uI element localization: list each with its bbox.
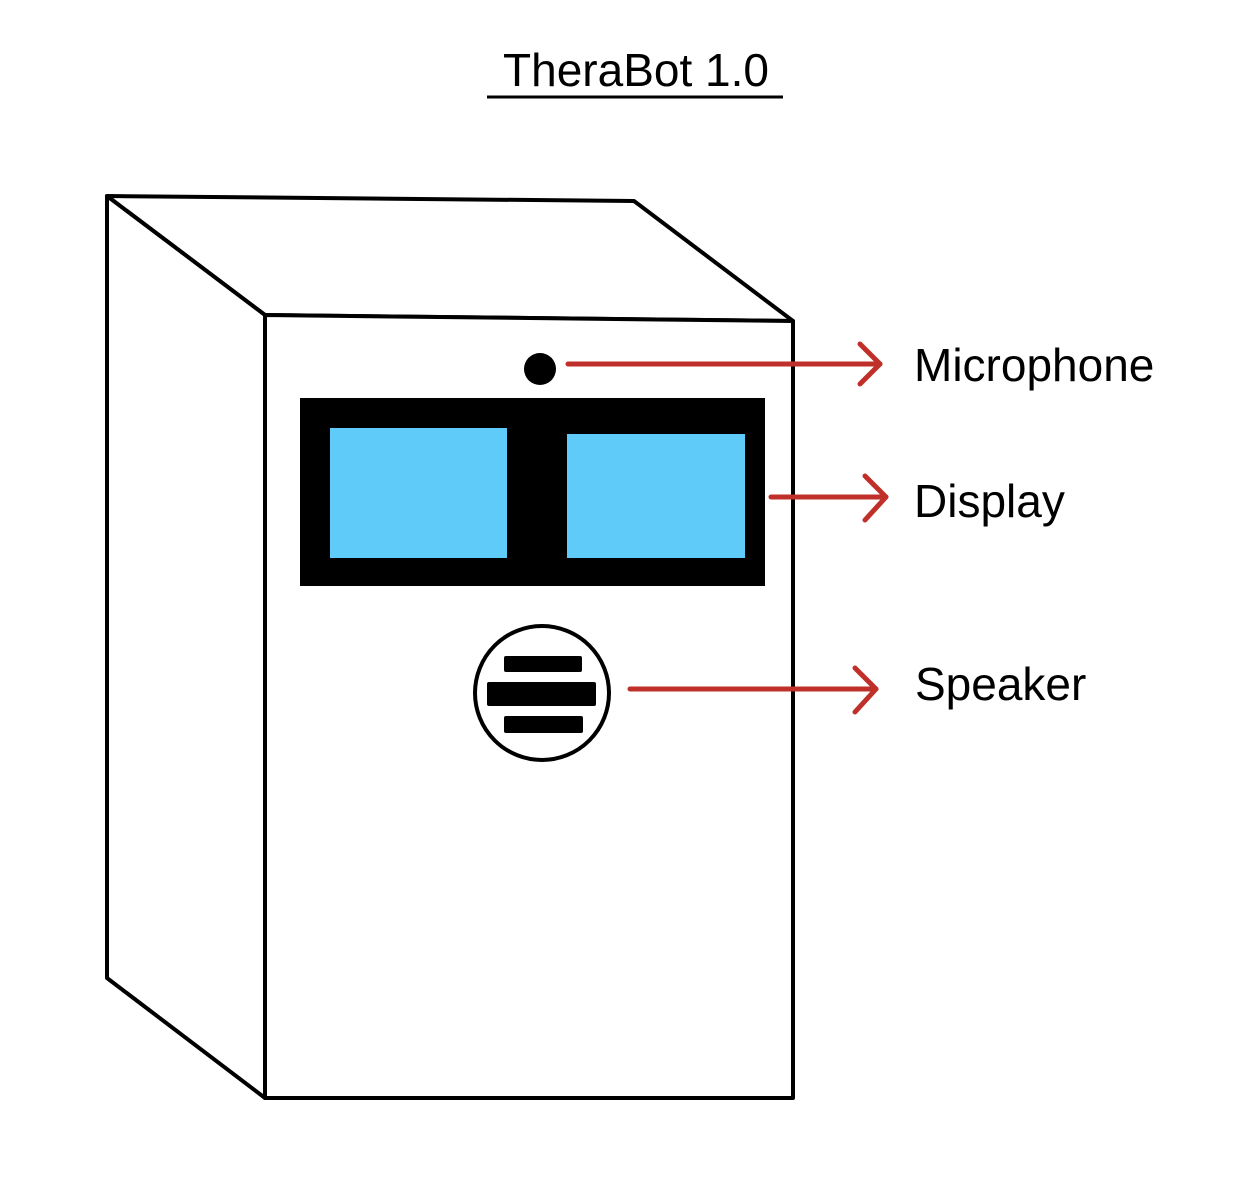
display-arrow <box>768 473 889 523</box>
speaker-icon <box>473 624 611 762</box>
display-label: Display <box>914 475 1065 527</box>
display-screen-left <box>330 428 507 558</box>
speaker-label: Speaker <box>915 658 1086 710</box>
microphone-arrow <box>565 341 883 387</box>
speaker-arrow <box>627 665 879 715</box>
display-screen-right <box>567 434 745 558</box>
speaker-slot-middle <box>487 682 596 706</box>
diagram-title: TheraBot 1.0 <box>503 44 769 96</box>
speaker-slot-bottom <box>504 716 583 733</box>
robot-cabinet <box>105 194 795 1100</box>
callout-arrows <box>565 341 889 715</box>
speaker-slot-top <box>504 656 582 672</box>
microphone-label: Microphone <box>914 339 1154 391</box>
microphone-icon <box>524 353 556 385</box>
cabinet-side-face <box>105 194 267 1100</box>
display-unit <box>300 398 765 586</box>
